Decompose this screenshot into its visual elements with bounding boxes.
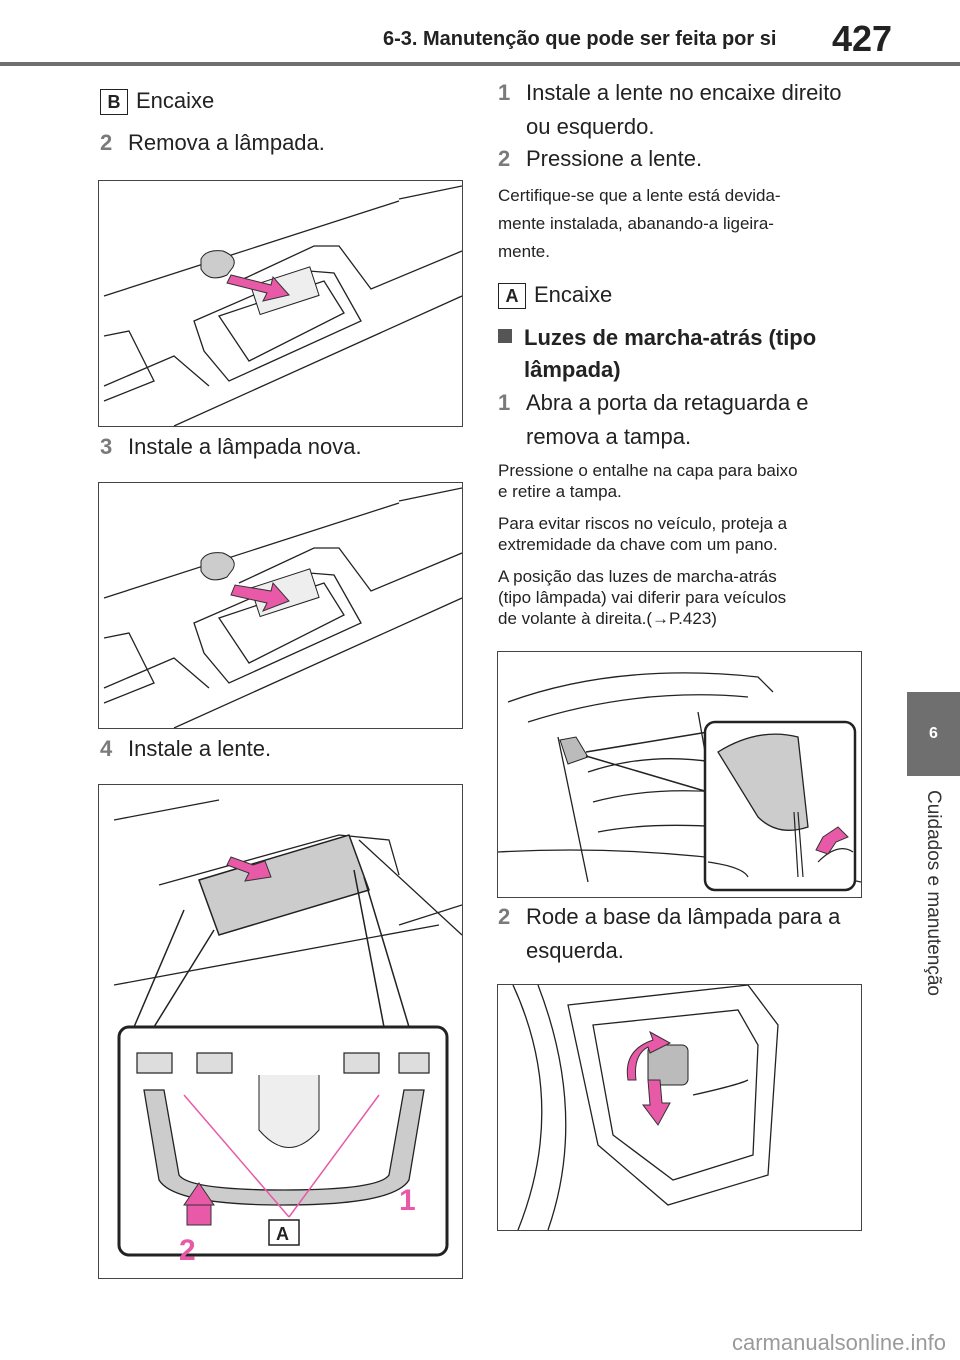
note-line: mente. [498, 242, 550, 261]
section-title: 6-3. Manutenção que pode ser feita por s… [383, 28, 777, 50]
figure-install-bulb [98, 482, 463, 729]
fit-label-text: Encaixe [136, 88, 215, 113]
step-remove-bulb: 2 Remova a lâmpada. [100, 126, 325, 160]
step-text-line2: remova a tampa. [526, 424, 692, 449]
illustration-remove-bulb [103, 185, 462, 426]
illustration-install-lens: 1 2 A [113, 799, 462, 1267]
note-rhd-position: A posição das luzes de marcha-atrás (tip… [498, 566, 786, 629]
square-bullet-icon [498, 329, 512, 343]
watermark: carmanualsonline.info [731, 1330, 946, 1355]
note-line: Para evitar riscos no veículo, proteja a [498, 514, 788, 533]
step-press-lens: 2 Pressione a lente. [498, 142, 702, 176]
chapter-tab: 6 [907, 692, 960, 776]
step-number: 4 [100, 736, 113, 761]
step-number: 2 [498, 904, 511, 929]
step-install-new-bulb: 3 Instale a lâmpada nova. [100, 430, 362, 464]
step-text: Instale a lente. [128, 736, 272, 761]
note-line: extremidade da chave com um pano. [498, 535, 778, 554]
chapter-title: Cuidados e manutenção [923, 790, 944, 996]
note-line: de volante à direita.(→P.423) [498, 609, 717, 628]
heading-line2: lâmpada) [524, 357, 621, 382]
note-check-lens: Certifique-se que a lente está devida- m… [498, 182, 781, 266]
note-press-notch: Pressione o entalhe na capa para baixo e… [498, 460, 798, 502]
figure-tailgate [497, 651, 862, 898]
step-text-line1: Abra a porta da retaguarda e [526, 390, 809, 415]
note-line: A posição das luzes de marcha-atrás [498, 567, 777, 586]
step-text-line1: Rode a base da lâmpada para a [526, 904, 841, 929]
heading-line1: Luzes de marcha-atrás (tipo [524, 325, 817, 350]
step-text: Pressione a lente. [526, 146, 703, 171]
callout-1: 1 [399, 1184, 416, 1217]
illustration-tailgate [498, 672, 861, 892]
note-line: Certifique-se que a lente está devida- [498, 186, 781, 205]
step-text-line1: Instale a lente no encaixe direito [526, 80, 842, 105]
step-number: 1 [498, 390, 511, 415]
label-box-a: A [498, 283, 526, 310]
chapter-strip [907, 776, 960, 1066]
figure-remove-bulb [98, 180, 463, 427]
note-line: Pressione o entalhe na capa para baixo [498, 461, 798, 480]
step-text-line2: ou esquerdo. [526, 114, 655, 139]
note-line: e retire a tampa. [498, 482, 622, 501]
step-text-line2: esquerda. [526, 938, 624, 963]
fit-label-a: A Encaixe [498, 278, 612, 312]
note-line: mente instalada, abanando-a ligeira- [498, 214, 774, 233]
fit-label-text: Encaixe [534, 282, 613, 307]
step-install-lens: 4 Instale a lente. [100, 732, 271, 766]
step-number: 2 [498, 146, 511, 171]
step-text: Instale a lâmpada nova. [128, 434, 362, 459]
step-number: 2 [100, 130, 113, 155]
callout-a: A [276, 1224, 289, 1244]
section-heading: Luzes de marcha-atrás (tipo lâmpada) [498, 322, 816, 386]
label-box-b: B [100, 89, 128, 116]
page-number: 427 [832, 18, 893, 59]
illustration-install-bulb [103, 487, 462, 728]
step-text: Remova a lâmpada. [128, 130, 325, 155]
figure-rotate-bulb [497, 984, 862, 1231]
figure-install-lens: 1 2 A [98, 784, 463, 1279]
step-rotate-bulb-base: 2 Rode a base da lâmpada para a esquerda. [498, 900, 840, 968]
callout-2: 2 [179, 1234, 196, 1267]
step-number: 1 [498, 80, 511, 105]
illustration-rotate-bulb [512, 985, 779, 1230]
header-rule [0, 62, 960, 66]
step-open-door: 1 Abra a porta da retaguarda e remova a t… [498, 386, 809, 454]
fit-label-b: B Encaixe [100, 84, 214, 118]
step-fit-lens: 1 Instale a lente no encaixe direito ou e… [498, 76, 842, 144]
step-number: 3 [100, 434, 113, 459]
note-line: (tipo lâmpada) vai diferir para veículos [498, 588, 787, 607]
note-protect-key: Para evitar riscos no veículo, proteja a… [498, 513, 787, 555]
